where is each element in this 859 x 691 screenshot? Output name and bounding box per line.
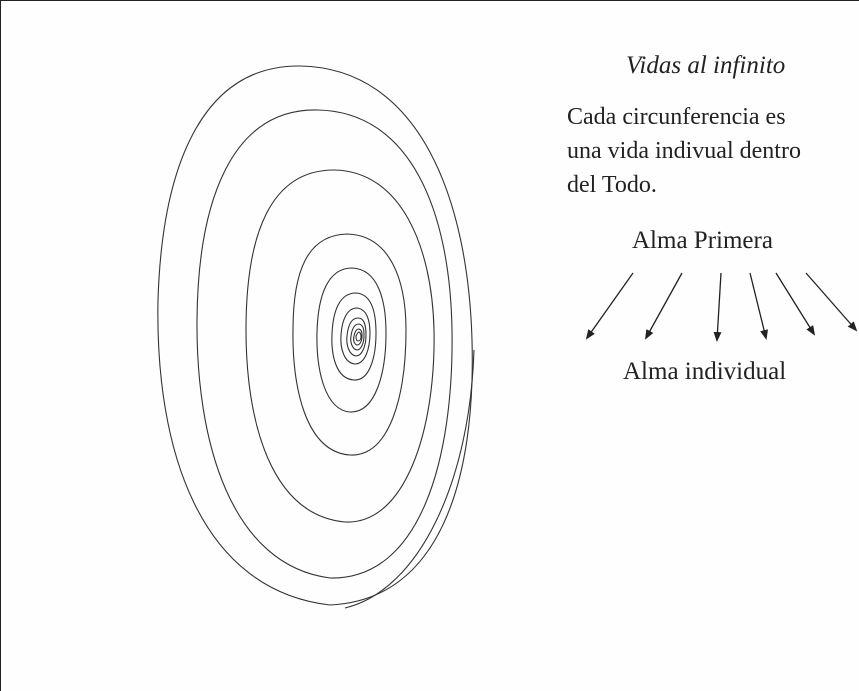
- arrow-5: [776, 273, 814, 334]
- target-label: Alma individual: [623, 358, 786, 386]
- arrow-1: [587, 273, 633, 338]
- arrow-4: [750, 273, 766, 338]
- arrow-2: [646, 273, 682, 338]
- arrow-3: [717, 273, 721, 340]
- arrow-6: [806, 273, 856, 330]
